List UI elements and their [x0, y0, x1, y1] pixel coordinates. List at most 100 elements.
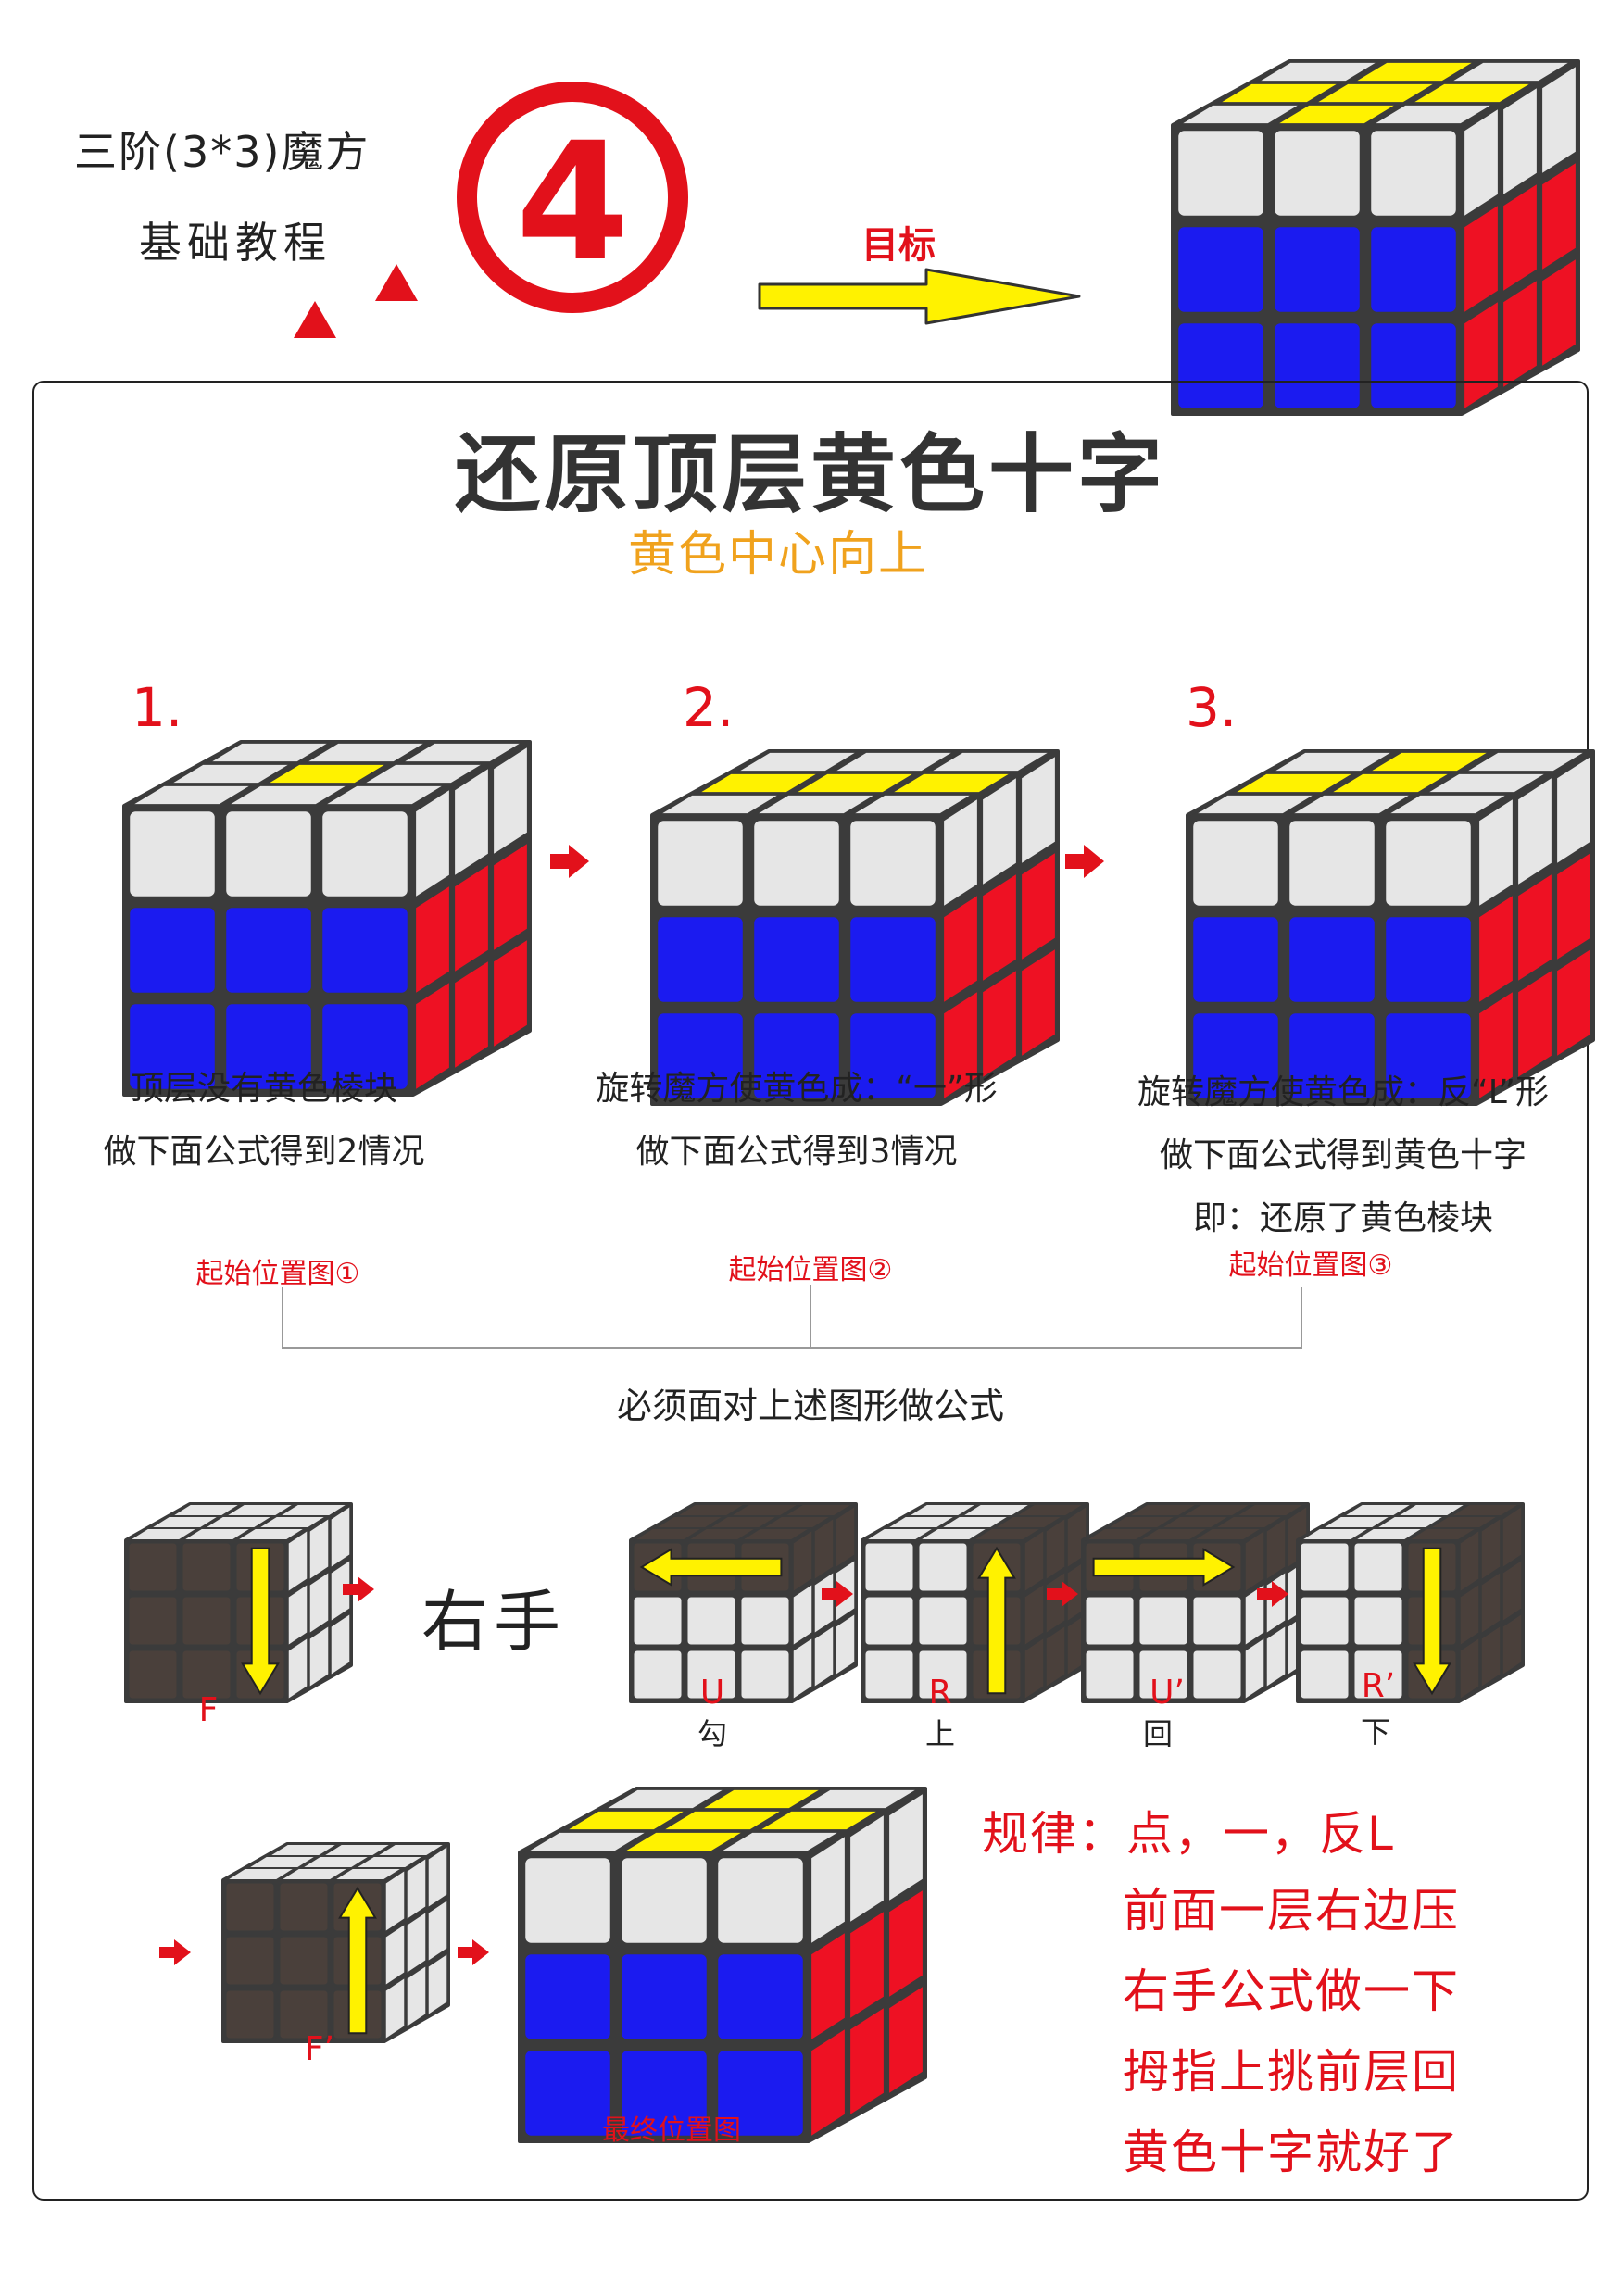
cube-sticker: [129, 1650, 177, 1699]
final-position-label: 最终位置图: [602, 2114, 741, 2147]
cube-sticker: [1464, 109, 1498, 216]
cube-sticker: [525, 2051, 610, 2136]
cube-sticker: [1301, 1650, 1349, 1699]
cube-sticker: [132, 1529, 195, 1539]
cube-sticker: [1411, 1529, 1475, 1539]
cube-sticker: [322, 908, 408, 993]
cube-sticker: [855, 795, 970, 814]
cube-sticker: [416, 886, 449, 993]
cube-sticker: [325, 1845, 389, 1855]
cube-sticker: [1518, 874, 1552, 981]
cube-sticker: [173, 764, 288, 784]
cube-sticker: [288, 1585, 308, 1645]
triangle-icon: [294, 301, 336, 338]
step-2-desc-line1: 旋转魔方使黄色成：“一”形: [596, 1070, 998, 1108]
cube-sticker: [1464, 206, 1498, 312]
cube-sticker: [207, 1517, 270, 1527]
cube-sticker: [366, 764, 481, 784]
cube-sticker: [919, 1543, 967, 1591]
cube-sticker: [740, 752, 855, 772]
cube-sticker: [1542, 259, 1576, 366]
triangle-icon: [375, 264, 418, 301]
cube-sticker: [658, 1517, 722, 1527]
cube-sticker: [308, 743, 423, 762]
cube-sticker: [836, 1507, 855, 1567]
cube-sticker: [1217, 1517, 1281, 1527]
cube-sticker: [919, 1597, 967, 1645]
cube-sticker: [358, 1857, 421, 1867]
cube-sticker: [1460, 1531, 1479, 1591]
cube-sticker: [811, 2029, 845, 2136]
move-notation-u: U: [699, 1674, 725, 1712]
cube-sticker: [1414, 83, 1529, 103]
cube-sticker: [983, 971, 1016, 1077]
red-arrow-icon: [343, 1576, 374, 1602]
cube-sticker: [911, 1505, 974, 1515]
cube-sticker: [309, 1626, 329, 1687]
cube-sticker: [634, 1650, 682, 1699]
cube-sticker: [814, 1626, 834, 1687]
cube-sticker: [723, 1832, 837, 1851]
cube-sticker: [1386, 1013, 1471, 1098]
cube-sticker: [331, 1614, 350, 1675]
cube-sticker: [1542, 67, 1576, 173]
main-panel: [32, 381, 1589, 2201]
cube-sticker: [733, 1505, 797, 1515]
cube-sticker: [1266, 1626, 1286, 1687]
cube-sticker: [718, 2051, 803, 2136]
tutorial-title-line1: 三阶(3*3)魔方: [74, 127, 371, 177]
goal-label: 目标: [861, 224, 936, 267]
cube-sticker: [754, 821, 839, 906]
cube-sticker: [231, 785, 346, 805]
cube-sticker: [428, 1954, 447, 2014]
rule-line: 右手公式做一下: [1123, 1964, 1460, 2018]
cube-sticker: [761, 1811, 876, 1830]
cube-sticker: [1429, 773, 1544, 793]
rule-line: 拇指上挑前层回: [1123, 2045, 1460, 2099]
cube-sticker: [1261, 62, 1376, 82]
red-arrow-icon: [550, 845, 589, 878]
move-arrow-icon: [1092, 1548, 1236, 1587]
cube-sticker: [868, 1529, 932, 1539]
cube-sticker: [455, 961, 488, 1068]
start-position-label-1: 起始位置图①: [195, 1258, 360, 1290]
cube-sticker: [1275, 227, 1360, 312]
cube-sticker: [1371, 227, 1456, 312]
cube-sticker: [322, 1004, 408, 1089]
cube-body: [629, 1502, 858, 1703]
cube-sticker: [944, 896, 977, 1002]
cube-sticker: [1503, 184, 1537, 291]
cube-sticker: [1193, 1013, 1278, 1098]
cube-sticker: [1481, 1519, 1501, 1579]
cube-body: [124, 1502, 353, 1703]
move-arrow-icon: [977, 1546, 1016, 1695]
tutorial-title-line2: 基础教程: [139, 218, 332, 268]
cube-sticker: [1301, 1597, 1349, 1645]
cube-sticker: [1110, 1517, 1174, 1527]
cube-sticker: [153, 1517, 217, 1527]
cube-sticker: [1196, 1529, 1260, 1539]
cube-sticker: [889, 1890, 923, 1997]
cube-sticker: [226, 811, 311, 897]
final-position-cube: [518, 1787, 927, 2143]
cube-sticker: [1372, 752, 1487, 772]
cube-sticker: [865, 1650, 913, 1699]
cube-sticker: [889, 1794, 923, 1901]
cube-sticker: [1390, 795, 1505, 814]
cube-sticker: [280, 1990, 328, 2039]
cube-sticker: [407, 1859, 426, 1919]
step-1-cube: [122, 740, 532, 1097]
cube-sticker: [1046, 1519, 1065, 1579]
cube-sticker: [759, 795, 873, 814]
red-arrow-icon: [1065, 845, 1104, 878]
cube-sticker: [1303, 1529, 1367, 1539]
cube-sticker: [1046, 1626, 1065, 1687]
cube-sticker: [1557, 757, 1590, 863]
cube-sticker: [814, 1573, 834, 1633]
cube-sticker: [662, 795, 777, 814]
cube-sticker: [1266, 1519, 1286, 1579]
cube-sticker: [1193, 1597, 1241, 1645]
cube-sticker: [754, 917, 839, 1002]
cube-sticker: [129, 1543, 177, 1591]
cube-sticker: [1371, 323, 1456, 408]
